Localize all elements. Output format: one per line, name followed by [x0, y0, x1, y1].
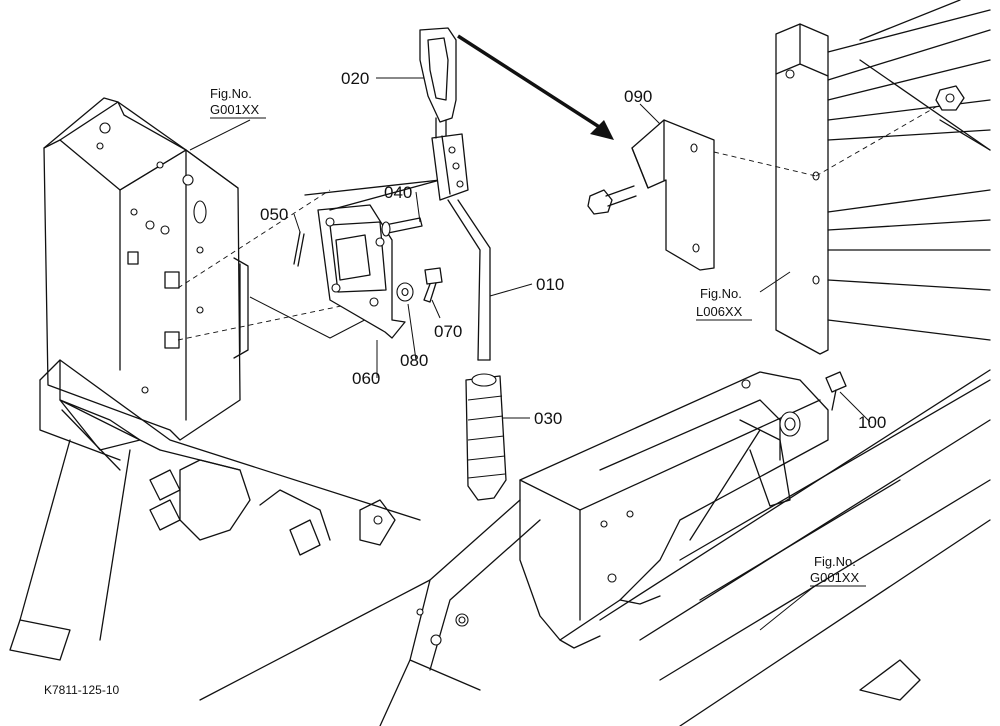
- grip-030: [465, 373, 507, 501]
- bolt-070: [423, 267, 443, 303]
- lever-rod-010: [447, 199, 491, 361]
- label-010: 010: [536, 275, 564, 294]
- bottom-frame: [199, 369, 991, 726]
- label-100: 100: [858, 413, 886, 432]
- bolt-090: [587, 185, 637, 215]
- split-pin-050: [293, 231, 305, 267]
- assembly-arrow: [457, 34, 614, 140]
- label-040: 040: [384, 183, 412, 202]
- fig-ref-3-caption: Fig.No.: [814, 554, 856, 569]
- right-frame: [713, 0, 991, 355]
- label-050: 050: [260, 205, 288, 224]
- bracket-060: [317, 204, 406, 339]
- fig-ref-1-code: G001XX: [210, 102, 259, 117]
- fig-ref-2-code: L006XX: [696, 304, 743, 319]
- fig-ref-3-code: G001XX: [810, 570, 859, 585]
- drawing-code: K7811-125-10: [44, 683, 119, 697]
- label-030: 030: [534, 409, 562, 428]
- bracket-090: [631, 119, 715, 271]
- bolt-100: [825, 371, 847, 411]
- seat-support-box: [43, 97, 249, 441]
- clevis-pin-040: [381, 217, 423, 237]
- lever-bracket: [431, 117, 469, 201]
- label-020: 020: [341, 69, 369, 88]
- label-leaders: [189, 77, 871, 631]
- label-060: 060: [352, 369, 380, 388]
- nut-right: [935, 85, 965, 111]
- handle-020: [419, 27, 457, 123]
- label-090: 090: [624, 87, 652, 106]
- washer-080: [396, 282, 414, 302]
- fig-ref-2-caption: Fig.No.: [700, 286, 742, 301]
- fig-ref-1-caption: Fig.No.: [210, 86, 252, 101]
- label-080: 080: [400, 351, 428, 370]
- left-frame-rail: [9, 359, 421, 661]
- label-070: 070: [434, 322, 462, 341]
